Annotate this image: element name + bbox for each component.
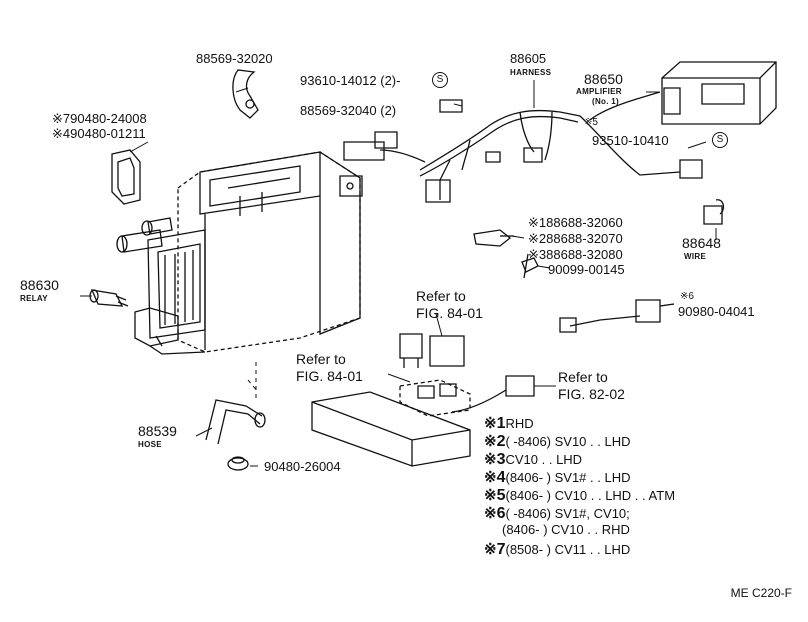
legend-row: (8406- ) CV10 . . RHD <box>502 522 630 537</box>
label-90480-26004: 90480-26004 <box>264 459 341 474</box>
label-88569-32020: 88569-32020 <box>196 51 273 66</box>
label-88650: 88650 <box>584 71 623 87</box>
s-mark-icon-2: S <box>712 132 728 148</box>
harness-wires <box>344 92 702 202</box>
label-star5: ※5 <box>584 117 598 128</box>
label-90980-04041: 90980-04041 <box>678 304 755 319</box>
label-hose: HOSE <box>138 440 162 449</box>
label-88688-32070: ※288688-32070 <box>528 231 623 246</box>
heater-unit <box>135 152 362 354</box>
label-90099-00145: 90099-00145 <box>548 262 625 277</box>
ref-84-01-bottom-line2: FIG. 84-01 <box>296 368 363 384</box>
label-93610-14012: 93610-14012 (2)- <box>300 73 401 88</box>
legend-row: ※6( -8406) SV1#, CV10; <box>484 505 630 522</box>
label-no1: (No. 1) <box>592 97 619 106</box>
ref-82-02-line1: Refer to <box>558 369 608 385</box>
label-88539: 88539 <box>138 423 177 439</box>
legend-row: ※5(8406- ) CV10 . . LHD . . ATM <box>484 487 676 504</box>
relay-block <box>312 376 534 466</box>
label-88688-32060: ※188688-32060 <box>528 215 623 230</box>
legend-row: ※4(8406- ) SV1# . . LHD <box>484 469 631 486</box>
wire-part <box>560 300 674 332</box>
relay-part <box>90 290 128 306</box>
pipe-fittings <box>117 218 172 252</box>
wire-connector <box>704 200 723 224</box>
label-amplifier: AMPLIFIER <box>576 87 622 96</box>
ref-84-01-top-line1: Refer to <box>416 288 466 304</box>
label-harness: HARNESS <box>510 68 552 77</box>
legend-row: ※2( -8406) SV10 . . LHD <box>484 433 631 450</box>
relay-sockets <box>400 334 464 368</box>
label-790480-24008: ※790480-24008 <box>52 111 147 126</box>
label-relay: RELAY <box>20 294 48 303</box>
label-wire: WIRE <box>684 252 707 261</box>
ref-84-01-bottom-line1: Refer to <box>296 351 346 367</box>
label-88688-32080: ※388688-32080 <box>528 247 623 262</box>
figure-code: ME C220-F <box>730 586 792 600</box>
label-88630: 88630 <box>20 277 59 293</box>
hose-clamp <box>228 457 248 470</box>
label-93510-10410: 93510-10410 <box>592 133 669 148</box>
leader-lines <box>80 80 716 466</box>
hose-part <box>206 400 265 444</box>
clamp-part <box>233 70 258 118</box>
label-88569-32040: 88569-32040 (2) <box>300 103 397 118</box>
legend-row: ※1RHD <box>484 415 534 432</box>
label-88605: 88605 <box>510 51 547 66</box>
label-490480-01211: ※490480-01211 <box>52 126 146 141</box>
legend-row: ※3CV10 . . LHD <box>484 451 583 468</box>
ref-84-01-top-line2: FIG. 84-01 <box>416 305 483 321</box>
legend-row: ※7(8508- ) CV11 . . LHD <box>484 541 631 558</box>
label-star6: ※6 <box>680 291 694 302</box>
amplifier-unit <box>662 62 776 124</box>
gasket-part <box>112 150 140 204</box>
s-mark-icon: S <box>432 72 448 88</box>
label-88648: 88648 <box>682 235 721 251</box>
ref-82-02-line2: FIG. 82-02 <box>558 386 625 402</box>
